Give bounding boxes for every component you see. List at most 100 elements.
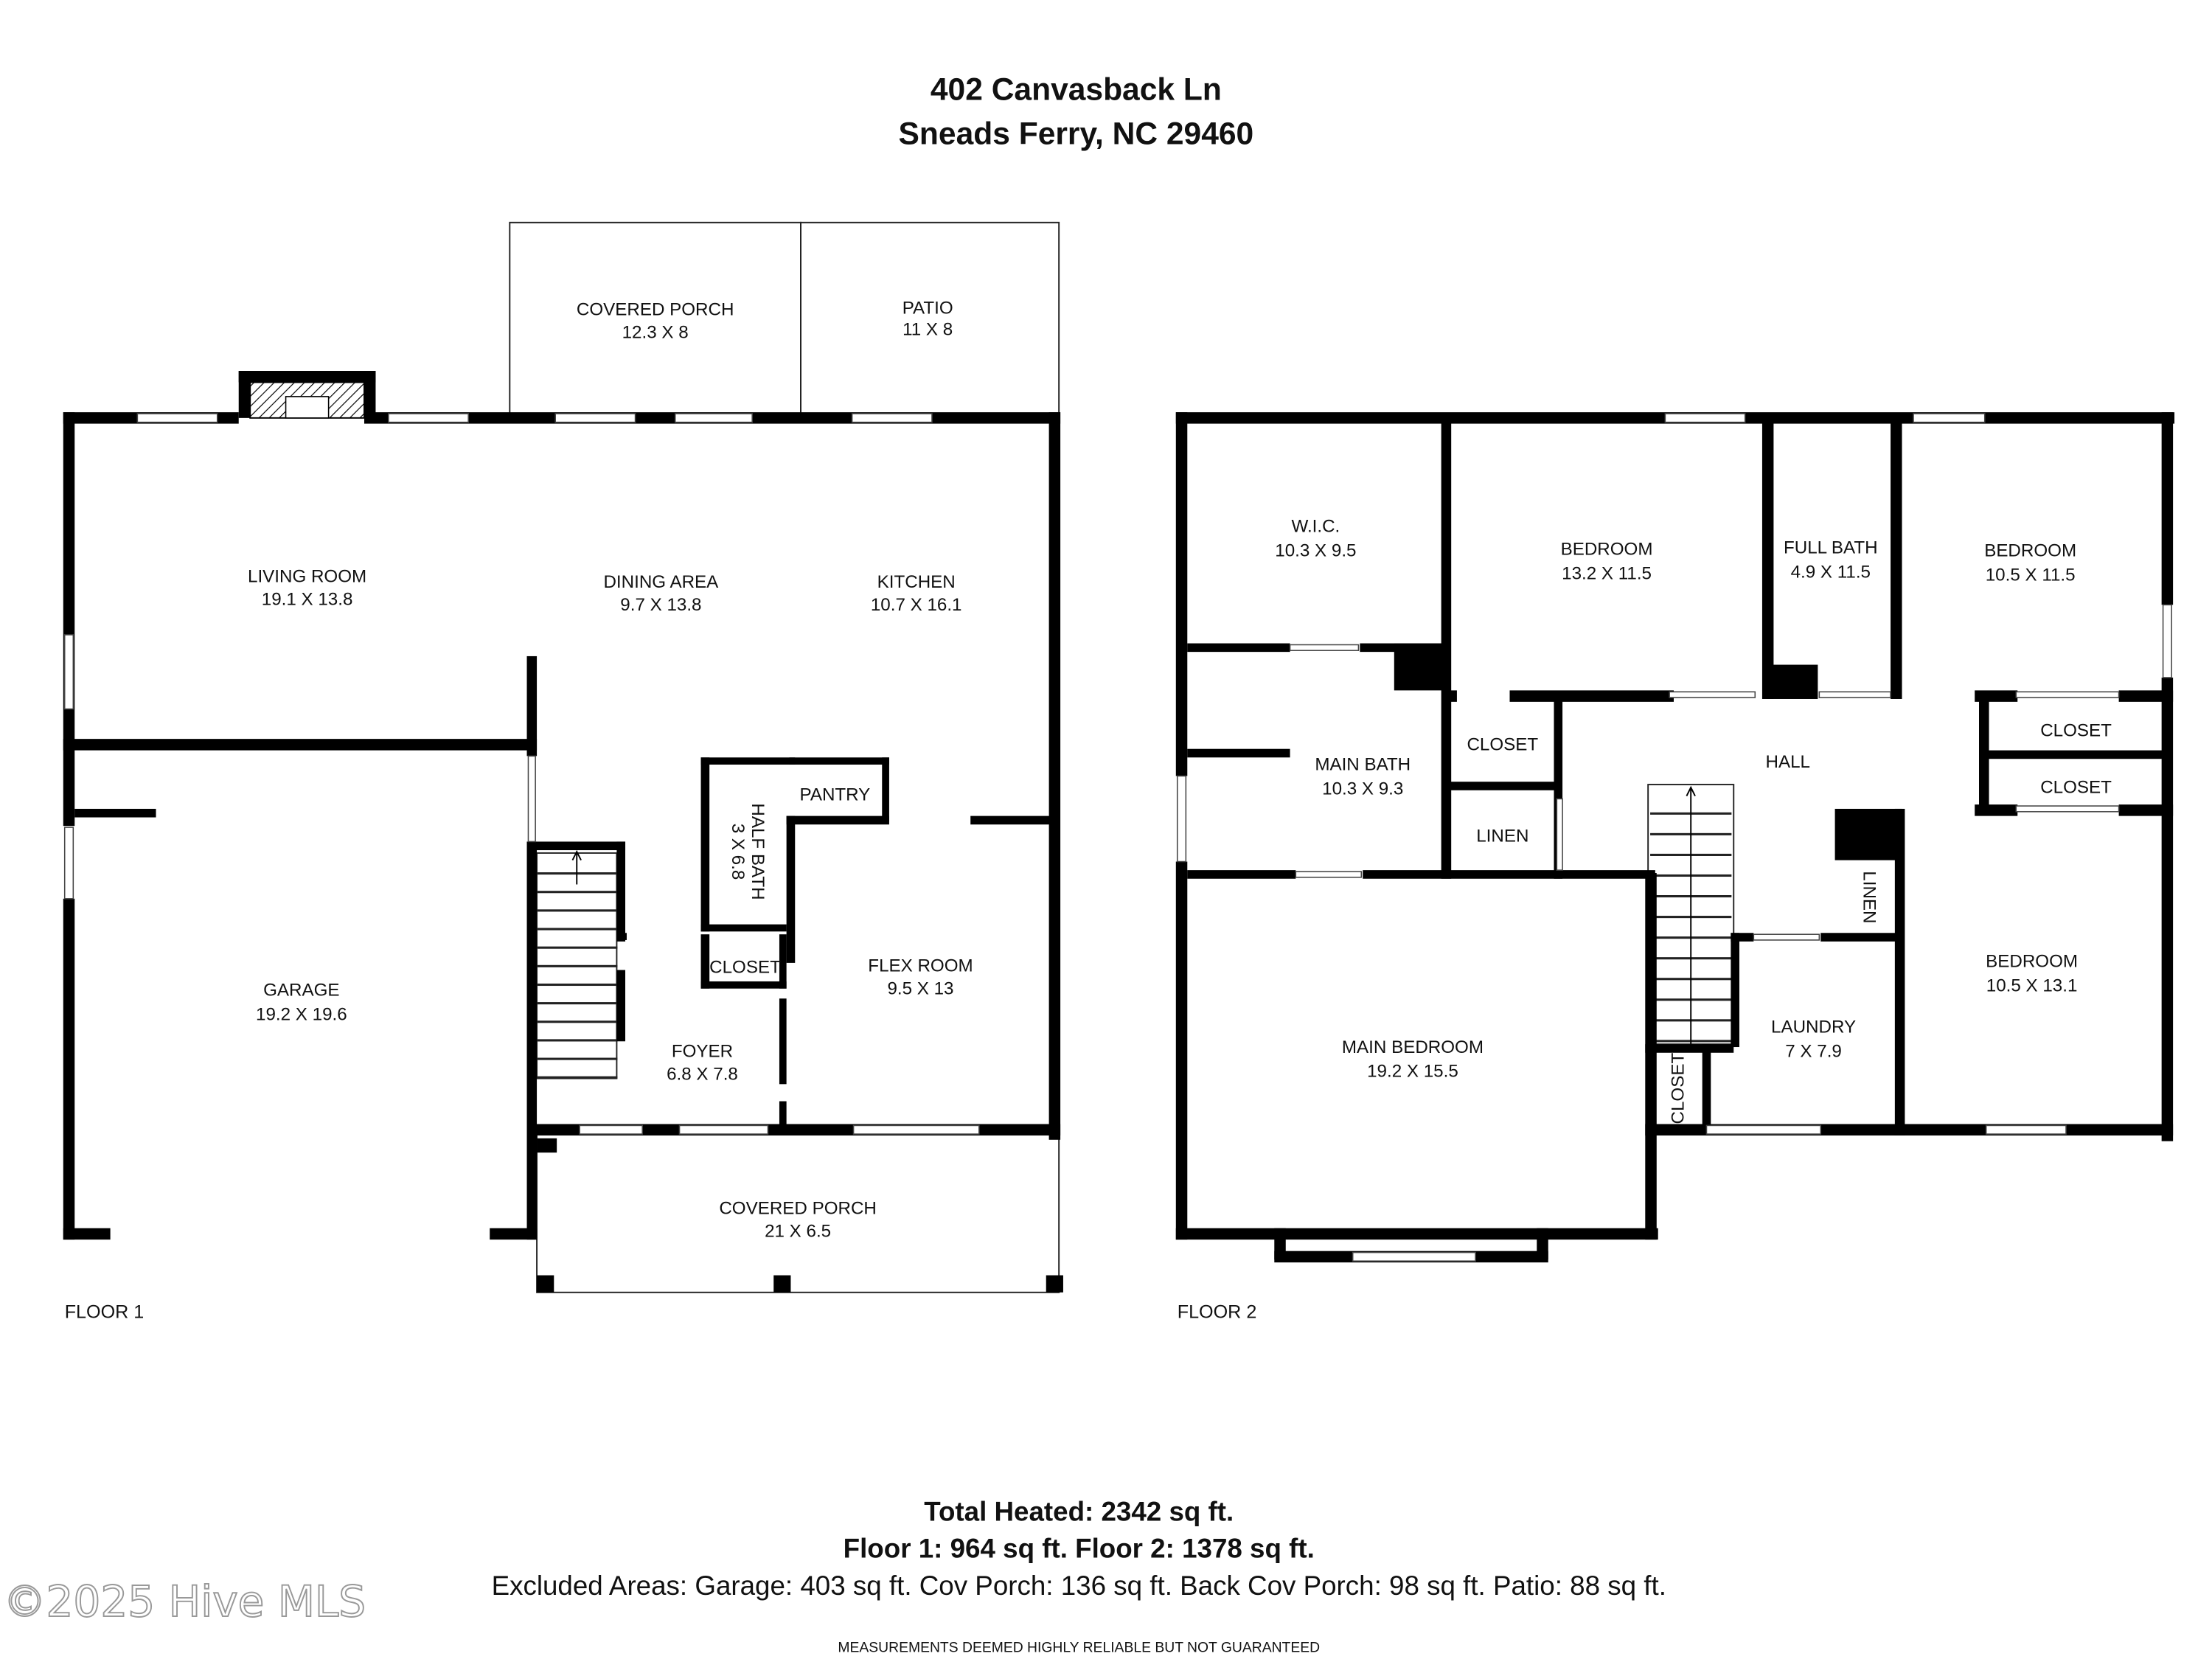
excluded-areas: Excluded Areas: Garage: 403 sq ft. Cov P… xyxy=(492,1571,1666,1601)
window xyxy=(1818,691,1891,698)
window xyxy=(1913,413,1986,423)
wall xyxy=(1979,693,1989,810)
room-name: PANTRY xyxy=(800,785,871,804)
window xyxy=(579,1124,644,1135)
wall xyxy=(882,757,889,822)
room-name: LINEN xyxy=(1859,871,1879,923)
room-dims: 3 X 6.8 xyxy=(728,824,748,880)
wall xyxy=(779,1101,787,1130)
stair-tread xyxy=(536,928,618,931)
room-name: BEDROOM xyxy=(1986,952,2078,972)
window xyxy=(554,413,636,423)
wall xyxy=(74,808,156,818)
room-dims: 10.3 X 9.3 xyxy=(1322,779,1403,799)
wall xyxy=(1820,933,1902,942)
wall xyxy=(535,841,626,851)
room-name: CLOSET xyxy=(2040,778,2112,798)
room-dims: 19.2 X 15.5 xyxy=(1367,1062,1458,1082)
window xyxy=(1289,644,1360,651)
wall xyxy=(63,412,75,827)
wall xyxy=(618,933,627,940)
room-name: PATIO xyxy=(902,299,953,319)
room-dims: 10.3 X 9.5 xyxy=(1275,541,1356,561)
wall xyxy=(779,934,787,989)
wall xyxy=(700,757,796,765)
window xyxy=(388,413,469,423)
stairs-1-arrow-icon xyxy=(571,849,582,885)
disclaimer: MEASUREMENTS DEEMED HIGHLY RELIABLE BUT … xyxy=(838,1639,1320,1655)
wall xyxy=(616,841,626,942)
wall xyxy=(1445,690,1457,702)
wall xyxy=(786,815,796,963)
window xyxy=(63,827,74,900)
wall xyxy=(364,371,376,418)
stair-tread xyxy=(536,909,618,912)
room-dims: 11 X 8 xyxy=(902,320,953,340)
wall xyxy=(63,1228,111,1240)
wall xyxy=(1731,933,1754,942)
wall xyxy=(1394,643,1449,691)
wall xyxy=(1554,693,1563,879)
total-heated: Total Heated: 2342 sq ft. xyxy=(924,1496,1234,1526)
floor-1-rooms: COVERED PORCH 12.3 X 8 PATIO 11 X 8 LIVI… xyxy=(65,299,973,1323)
window xyxy=(63,634,74,710)
room-name: GARAGE xyxy=(263,980,339,1000)
stair-treads xyxy=(536,812,1732,1079)
window xyxy=(2015,691,2120,698)
wall xyxy=(773,1275,791,1293)
window xyxy=(1176,775,1187,863)
wall xyxy=(1702,1044,1711,1130)
room-dims: 19.1 X 13.8 xyxy=(262,589,353,609)
window xyxy=(1985,1124,2067,1135)
room-name: MAIN BEDROOM xyxy=(1342,1037,1484,1057)
room-dims: 10.5 X 11.5 xyxy=(1986,565,2076,585)
stairs-2-arrow-icon xyxy=(1686,785,1696,1045)
wall xyxy=(63,898,75,1240)
windows xyxy=(63,413,2172,1262)
room-dims: 13.2 X 11.5 xyxy=(1562,563,1652,583)
wall xyxy=(1441,417,1452,879)
wall xyxy=(1509,690,1674,702)
wall xyxy=(238,371,376,383)
window xyxy=(1664,413,1746,423)
room-name: MAIN BATH xyxy=(1315,755,1411,775)
window xyxy=(1753,933,1820,941)
room-name: LINEN xyxy=(1476,826,1528,846)
room-dims: 21 X 6.5 xyxy=(765,1221,831,1241)
wall xyxy=(1363,870,1655,879)
room-name: CLOSET xyxy=(2040,720,2112,740)
room-name: COVERED PORCH xyxy=(577,300,734,320)
wall xyxy=(1046,1275,1063,1293)
stair-tread xyxy=(536,891,618,894)
room-dims: 19.2 X 19.6 xyxy=(256,1004,347,1024)
wall xyxy=(1766,664,1818,699)
window xyxy=(2162,604,2172,678)
wall xyxy=(1984,750,2171,759)
wall xyxy=(1891,417,1902,699)
wall xyxy=(700,757,710,932)
stair-tread xyxy=(536,1002,618,1005)
wall xyxy=(1445,782,1560,790)
stair-tread xyxy=(536,946,618,949)
room-name: BEDROOM xyxy=(1984,541,2076,561)
window xyxy=(2015,805,2120,813)
window xyxy=(1556,798,1563,871)
window xyxy=(852,1124,980,1135)
room-name: KITCHEN xyxy=(877,572,956,592)
room-name: HALL xyxy=(1766,752,1810,772)
wall xyxy=(2161,677,2174,1141)
wall xyxy=(789,757,889,765)
floor-2-label: FLOOR 2 xyxy=(1178,1302,1257,1323)
room-dims: 12.3 X 8 xyxy=(622,323,689,343)
room-name: BEDROOM xyxy=(1561,540,1653,560)
wall xyxy=(238,371,251,418)
room-dims: 10.5 X 13.1 xyxy=(1986,976,2078,996)
room-name: CLOSET xyxy=(1669,1053,1688,1124)
room-name: HALF BATH xyxy=(748,803,768,900)
wall xyxy=(1175,412,1188,776)
room-dims: 4.9 X 11.5 xyxy=(1791,563,1871,582)
wall xyxy=(537,1138,557,1153)
stair-tread xyxy=(536,964,618,967)
wall xyxy=(616,970,626,1042)
room-name: W.I.C. xyxy=(1291,517,1340,537)
